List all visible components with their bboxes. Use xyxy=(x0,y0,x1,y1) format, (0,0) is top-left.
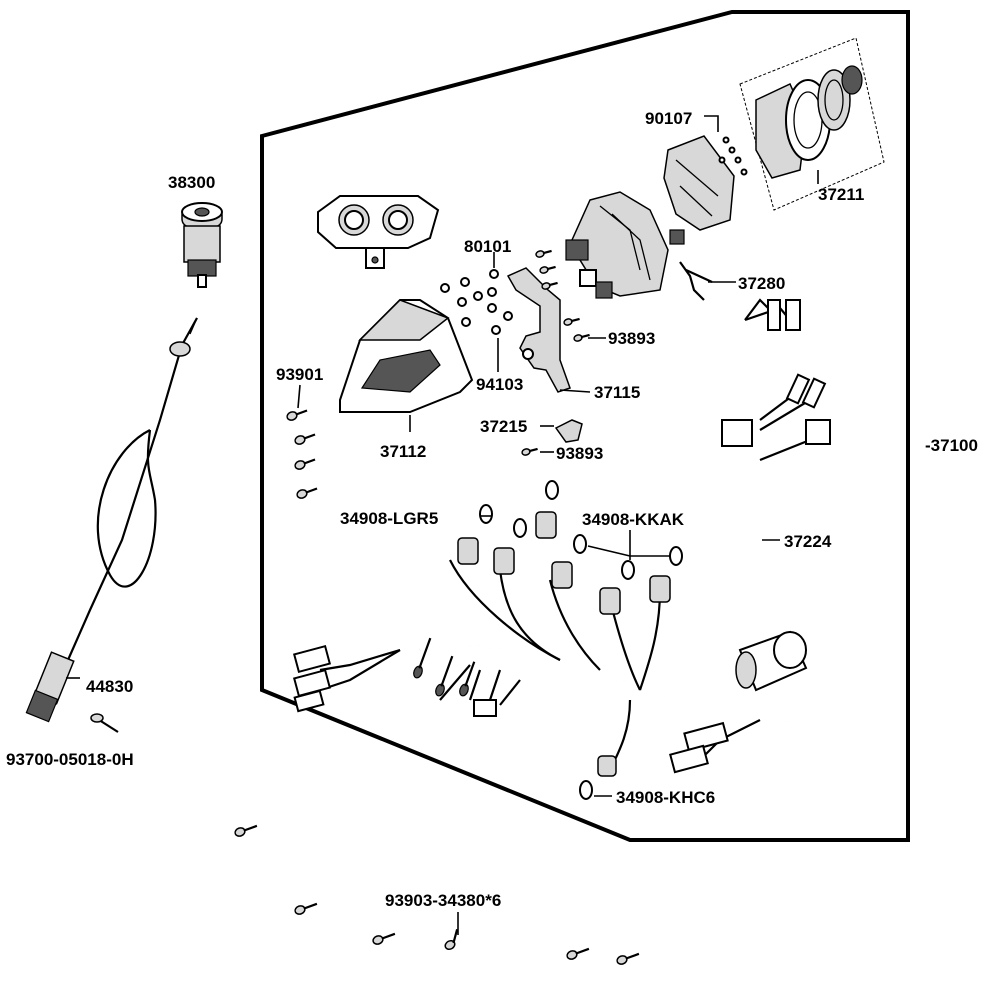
meter-rear xyxy=(663,115,748,245)
bulb-sockets xyxy=(457,511,671,777)
label-37280: 37280 xyxy=(738,274,785,293)
screws-93901 xyxy=(286,384,318,499)
meter-case xyxy=(339,299,474,432)
meter-wire-37280 xyxy=(679,261,736,301)
label-37100: -37100 xyxy=(925,436,978,455)
harness-connectors xyxy=(292,644,729,774)
bulbs-34908-kkak xyxy=(573,530,683,580)
label-94103: 94103 xyxy=(476,375,523,394)
label-37112: 37112 xyxy=(380,442,426,461)
ignition-switch xyxy=(181,202,223,288)
label-93901: 93901 xyxy=(276,365,323,384)
label-37115: 37115 xyxy=(594,383,640,402)
harness-bolts xyxy=(413,637,476,697)
meter-assembly-37211 xyxy=(739,37,885,211)
meter-bezel xyxy=(317,195,440,269)
bulbs-34908-lgr5 xyxy=(479,480,559,538)
label-34908-lgr5: 34908-LGR5 xyxy=(340,509,438,528)
assembly-boundary xyxy=(260,10,910,842)
label-93700-05018-0h: 93700-05018-0H xyxy=(6,750,134,769)
label-37215: 37215 xyxy=(480,417,527,436)
label-93893-lower: 93893 xyxy=(556,444,603,463)
relay-canister xyxy=(735,630,808,692)
meter-bracket xyxy=(506,267,591,393)
bulb-34908-khc6 xyxy=(579,780,612,800)
label-34908-kkak: 34908-KKAK xyxy=(582,510,685,529)
label-37224: 37224 xyxy=(784,532,832,551)
label-44830: 44830 xyxy=(86,677,133,696)
screws-93903 xyxy=(234,824,640,965)
speedometer-cable xyxy=(25,317,198,723)
label-93893-upper: 93893 xyxy=(608,329,655,348)
label-93903-34380x6: 93903-34380*6 xyxy=(385,891,501,910)
label-38300: 38300 xyxy=(168,173,215,192)
washers-nuts xyxy=(440,252,513,372)
meter-body xyxy=(565,191,669,299)
screw-93700 xyxy=(90,713,119,733)
label-90107: 90107 xyxy=(645,109,692,128)
label-37211: 37211 xyxy=(818,185,864,204)
wiring-harness xyxy=(319,298,831,771)
clip-37215 xyxy=(521,419,583,456)
label-80101: 80101 xyxy=(464,237,511,256)
bracket-screws xyxy=(535,249,606,342)
label-34908-khc6: 34908-KHC6 xyxy=(616,788,715,807)
